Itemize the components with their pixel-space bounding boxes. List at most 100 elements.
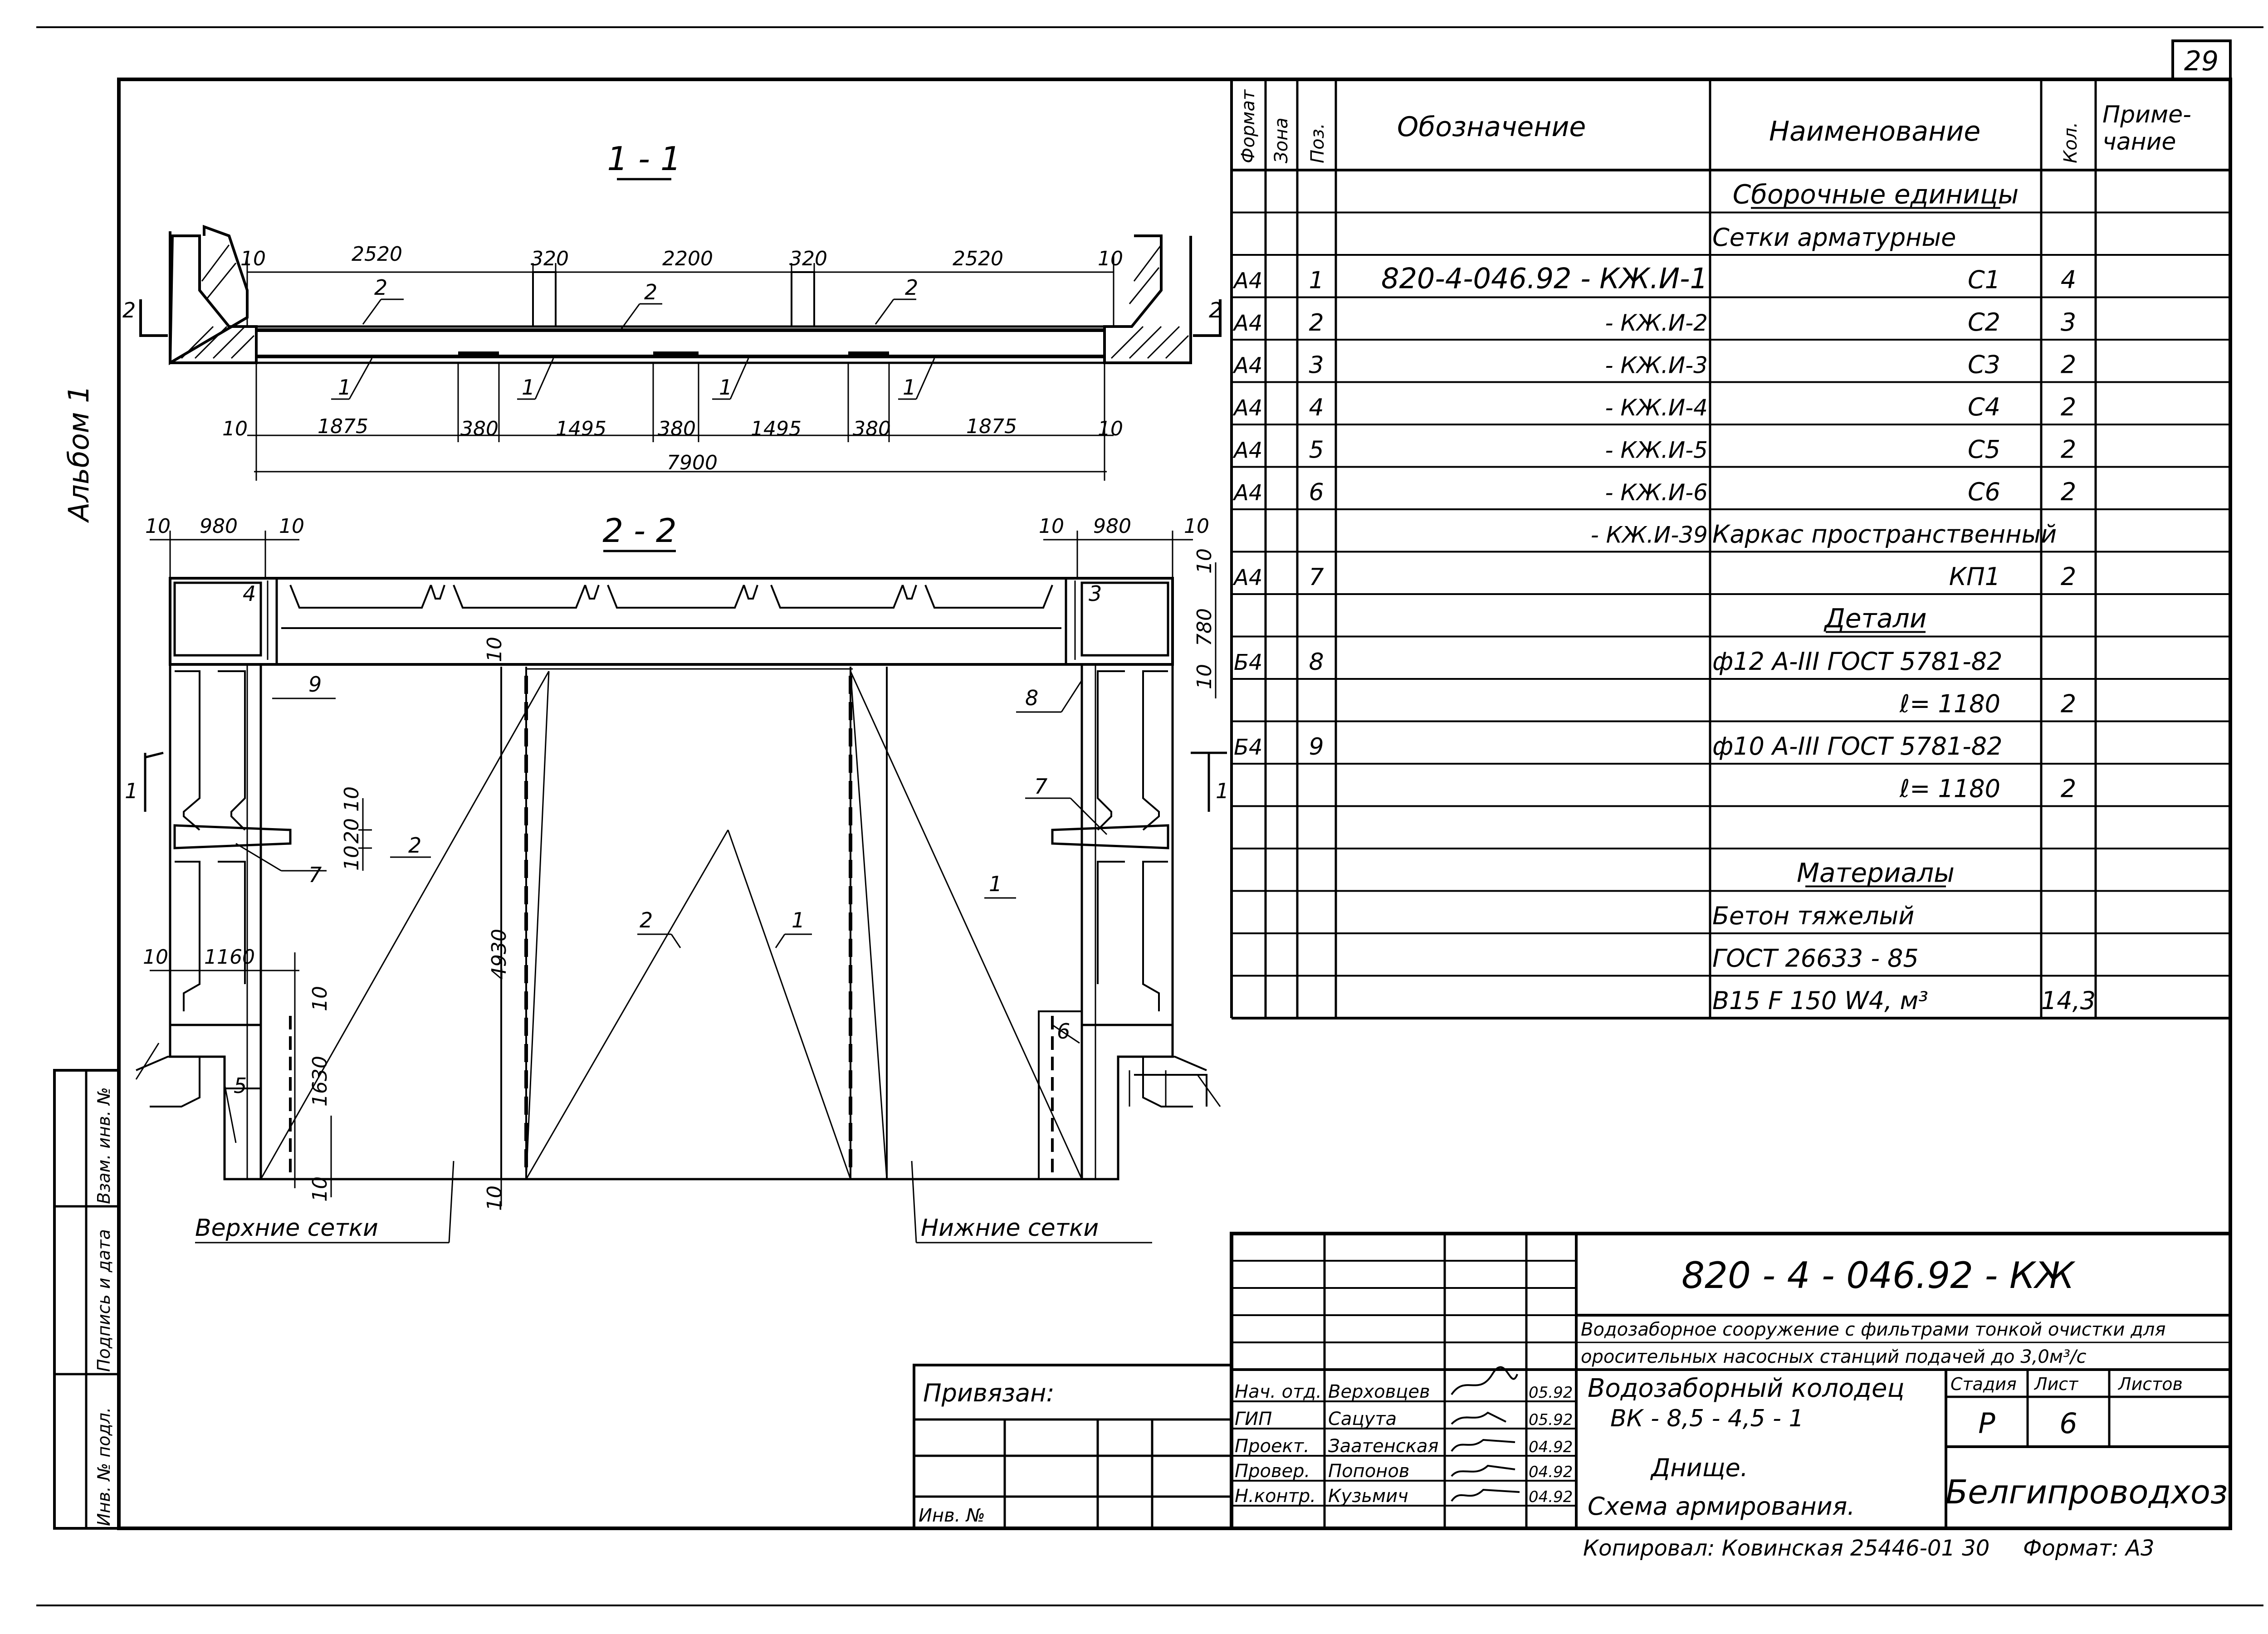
spec-row-name: Материалы — [1797, 858, 1955, 888]
dim-11-bot-2: 380 — [460, 417, 499, 440]
spec-row-designation: - КЖ.И-6 — [1605, 479, 1708, 506]
album-label: Альбом 1 — [62, 385, 95, 523]
pos-label-22-7a: 7 — [308, 863, 322, 887]
project-line-2: оросительных насосных станций подачей до… — [1581, 1346, 2087, 1367]
spec-row-format: А4 — [1232, 268, 1262, 294]
spec-header-note-1: Приме- — [2102, 101, 2191, 128]
dim-22-9: 10 — [143, 946, 168, 969]
staff-name: Попонов — [1328, 1461, 1409, 1482]
spec-row-name: Каркас пространственный — [1712, 520, 2057, 549]
cut-mark-1-right: 1 — [1216, 779, 1229, 803]
spec-row-qty: 14,3 — [2041, 986, 2096, 1015]
staff-role: Н.контр. — [1235, 1486, 1316, 1507]
dim-11-top-2: 320 — [531, 247, 569, 270]
spec-row-name: ℓ= 1180 — [1899, 775, 2000, 803]
spec-row-name: ℓ= 1180 — [1899, 690, 2000, 718]
spec-row-qty: 2 — [2061, 562, 2076, 591]
specification-table: Формат Зона Поз. Обозначение Наименование Кол… — [1230, 79, 2230, 1019]
dim-11-top-5: 2520 — [953, 247, 1003, 270]
spec-row: Детали — [1823, 603, 1926, 634]
staff-date: 05.92 — [1529, 1384, 1573, 1402]
pos-label-22-5: 5 — [234, 1073, 247, 1098]
staff-date: 05.92 — [1529, 1411, 1573, 1429]
spec-row-name: ф12 А-III ГОСТ 5781-82 — [1712, 647, 2002, 676]
spec-row: Материалы — [1797, 858, 1955, 888]
spec-row-name: В15 F 150 W4, м³ — [1712, 986, 1928, 1015]
pos-label-11-1d: 1 — [903, 375, 916, 400]
spec-row-name: ф10 А-III ГОСТ 5781-82 — [1712, 732, 2002, 761]
spec-row-name: С6 — [1968, 478, 2000, 506]
pos-label-11-2a: 2 — [374, 275, 387, 300]
spec-row-pos: 7 — [1309, 564, 1324, 591]
spec-header-name: Наименование — [1769, 116, 1980, 147]
spec-row-format: А4 — [1232, 565, 1262, 590]
cut-mark-2-right: 2 — [1209, 298, 1222, 322]
dim-22-15: 10 — [483, 1185, 506, 1211]
spec-row-designation: - КЖ.И-3 — [1605, 352, 1708, 379]
section-1-1: 1 - 1 — [139, 140, 1222, 481]
spec-row-pos: 2 — [1309, 309, 1324, 337]
dim-22-4: 980 — [1093, 515, 1131, 538]
dim-22-18: 20 — [340, 818, 363, 844]
pos-label-22-1a: 1 — [792, 908, 805, 932]
dim-22-19: 10 — [340, 845, 363, 871]
spec-row: ГОСТ 26633 - 85 — [1712, 944, 1919, 973]
title-block — [913, 1232, 2232, 1530]
spec-row-format: А4 — [1232, 480, 1262, 506]
pos-label-11-1b: 1 — [522, 375, 535, 400]
section-2-2-title: 2 - 2 — [602, 512, 676, 550]
staff-name: Кузьмич — [1328, 1486, 1408, 1507]
side-strip-inv-label: Инв. № подл. — [94, 1407, 114, 1526]
company-name: Белгипроводхоз — [1945, 1473, 2228, 1511]
dim-11-bot-4: 380 — [658, 417, 696, 440]
staff-date: 04.92 — [1529, 1438, 1573, 1456]
dim-11-bot-6: 380 — [853, 417, 891, 440]
spec-row-name: КП1 — [1949, 562, 2000, 591]
sheet-number: 6 — [2059, 1407, 2077, 1440]
staff-role: Нач. отд. — [1235, 1381, 1322, 1402]
spec-row-designation: 820-4-046.92 - КЖ.И-1 — [1381, 262, 1708, 295]
spec-header-zone: Зона — [1271, 117, 1292, 163]
spec-header-qty: Кол. — [2060, 122, 2081, 163]
dim-11-bot-0: 10 — [222, 417, 248, 440]
spec-row-name: С1 — [1968, 266, 2000, 294]
pos-label-22-4: 4 — [243, 581, 256, 606]
dim-11-bot-3: 1495 — [556, 417, 606, 440]
spec-header-format: Формат — [1238, 89, 1259, 163]
sheet-title-line-1: Днище. — [1650, 1454, 1748, 1482]
spec-row-name: Сборочные единицы — [1733, 179, 2019, 210]
dim-11-total: 7900 — [667, 451, 718, 474]
pos-label-22-1b: 1 — [989, 872, 1002, 896]
cut-mark-2-left: 2 — [122, 298, 136, 322]
pos-label-22-3: 3 — [1089, 581, 1102, 606]
spec-row-qty: 2 — [2061, 351, 2076, 379]
spec-row-name: С2 — [1968, 308, 2000, 337]
pos-label-22-7b: 7 — [1034, 774, 1047, 799]
dim-11-top-4: 320 — [789, 247, 827, 270]
upper-nets-label: Верхние сетки — [195, 1215, 378, 1242]
title-line-1: Водозаборный колодец — [1588, 1374, 1905, 1403]
bound-label: Привязан: — [923, 1379, 1055, 1407]
spec-header-pos: Поз. — [1307, 123, 1328, 163]
spec-header-designation: Обозначение — [1397, 111, 1586, 143]
page-number: 29 — [2184, 45, 2219, 77]
staff-date: 04.92 — [1529, 1463, 1573, 1481]
dim-22-0: 10 — [145, 515, 171, 538]
pos-label-22-6: 6 — [1057, 1019, 1070, 1044]
dim-11-top-0: 10 — [240, 247, 266, 270]
sheet-header: Лист — [2033, 1374, 2079, 1394]
staff-role: Провер. — [1235, 1461, 1310, 1482]
spec-row-qty: 3 — [2061, 308, 2076, 337]
pos-label-11-2b: 2 — [644, 280, 657, 304]
pos-label-22-2b: 2 — [640, 908, 653, 932]
pos-label-11-1c: 1 — [719, 375, 732, 400]
dim-11-bot-8: 10 — [1098, 417, 1123, 440]
project-line-1: Водозаборное сооружение с фильтрами тонк… — [1581, 1319, 2165, 1340]
dim-11-bot-5: 1495 — [751, 417, 802, 440]
spec-row-qty: 2 — [2061, 393, 2076, 421]
dim-22-8: 10 — [1193, 664, 1216, 689]
